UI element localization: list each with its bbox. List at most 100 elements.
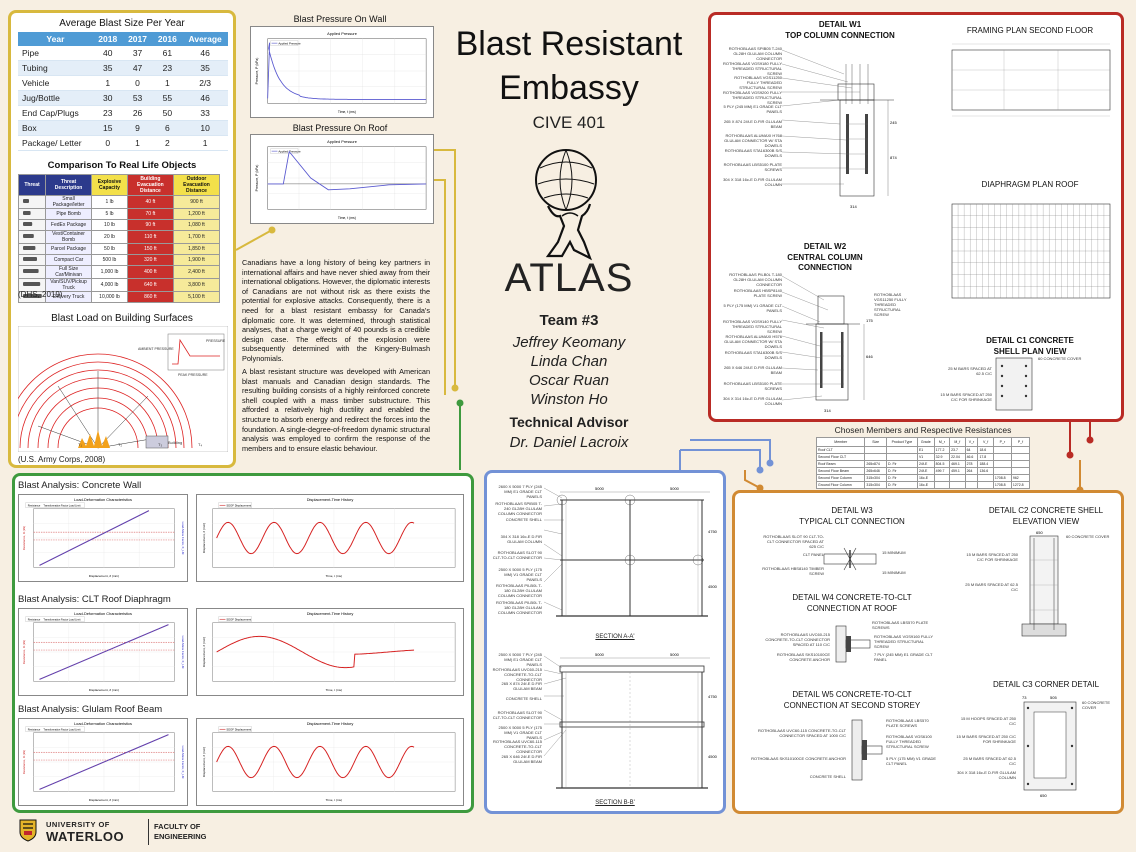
detail-w5-title: DETAIL W5 CONCRETE-TO-CLT [792, 690, 912, 699]
ld-chart-title: Load-Deformation Characteristics [74, 611, 132, 616]
table-cell: 22.04 [949, 453, 966, 461]
members-table-header: Product Type [885, 437, 918, 447]
table-cell: 16c-E [916, 474, 935, 482]
w5-label: ROTHOBLAAS LBS570 PLATE SCREWS [886, 718, 929, 728]
c1-cover-label: 60 CONCRETE COVER [1038, 356, 1082, 361]
drawing-callout-label: CONCRETE SHELL [505, 517, 542, 522]
table-cell: 1708.8 [992, 474, 1012, 482]
sections-panel [484, 470, 726, 814]
members-table-header: M_r [933, 437, 951, 447]
drawing-callout-label: 2600 X 5000 7 PLY (245 MM) E1 GRADE CLT … [498, 484, 542, 499]
drawing-callout-label: ROTHOBLAAS VGS9180 FULLY THREADED STRUCT… [722, 60, 782, 76]
drawing-callout-label: CONCRETE SHELL [505, 695, 542, 701]
threat-object-icon [18, 278, 46, 292]
advisor-label: Technical Advisor [509, 414, 629, 430]
intro-paragraph-1: Canadians have a long history of being k… [242, 258, 430, 363]
intro-paragraph-2: A blast resistant structure was develope… [242, 367, 430, 453]
detail-c3-drawing: 73 505 650 [1020, 694, 1082, 798]
table-cell: 40 [92, 46, 123, 61]
table-cell: 265x874 [864, 460, 887, 468]
table-cell: E1 [916, 446, 935, 454]
roof-xlabel: Time, t (ms) [338, 216, 356, 220]
table-cell: Ground Floor Column [815, 481, 866, 489]
table-cell [977, 481, 994, 489]
table-cell: 0 [122, 75, 153, 91]
table-cell: 1 [122, 135, 153, 151]
table-cell: 46 [182, 46, 228, 61]
drawing-callout-label: ROTHOBLAAS VGS9200 FULLY THREADED STRUCT… [722, 89, 782, 105]
course-code: CIVE 401 [532, 113, 606, 132]
table-cell: 860 ft [126, 291, 174, 303]
ld-chart-title: Load-Deformation Characteristics [74, 721, 132, 726]
university-line2: WATERLOO [46, 829, 125, 844]
ld-legend: Resistance [28, 729, 41, 732]
table-cell [964, 481, 979, 489]
detail-w3-drawing [820, 540, 880, 580]
svg-text:874: 874 [890, 155, 897, 160]
c2-label: 15 M BARS SPACED AT 250 C/C FOR SHRINKAG… [966, 552, 1018, 562]
table-cell: 40 ft [126, 195, 174, 209]
peak-label: PEAK PRESSURE [178, 373, 208, 377]
drawing-callout-label: ROTHOBLAAS PILB0L T-180 GL28H GLULAM COL… [495, 583, 542, 598]
section-a-drawing: 5000 5000 4750 4500 [490, 478, 720, 628]
table-cell: 55 [152, 90, 183, 106]
ld-y2label: Load-Mass Factor, K_LM [181, 746, 185, 779]
dt-chart-title: Displacement-Time History [307, 611, 354, 616]
w4-label: 7 PLY (245 MM) E1 GRADE CLT PANEL [874, 652, 933, 662]
section-b-dim-4: 4500 [708, 754, 718, 759]
ld-legend: Resistance [28, 505, 41, 508]
table-cell: 16c-E [916, 481, 935, 489]
drawing-callout-label: ROTHOBLAAS PILB0L T-180 GL28H GLULAM COL… [729, 272, 782, 287]
w3-label: ROTHOBLAAS HBS8140 TIMBER SCREW [762, 566, 824, 576]
table-cell: D. Fir [885, 467, 918, 475]
table-cell: 2/3 [182, 75, 228, 91]
ld-legend: Transformation Factor [43, 729, 68, 732]
drawing-callout-label: ROTHOBLAAS STA16300B S/S DOWELS [724, 349, 782, 360]
table-cell: 23.7 [949, 446, 966, 454]
dt-chart-title: Displacement-Time History [307, 497, 354, 502]
table-cell [964, 474, 979, 482]
dt-legend: SDOF Displacement [226, 728, 251, 732]
drawing-callout-label: 2500 X 5000 5 PLY (175 MM) V1 GRADE CLT … [498, 724, 542, 740]
table-cell: 47 [122, 60, 153, 76]
table-cell: 37 [122, 46, 153, 61]
table-cell: 46 [182, 90, 228, 106]
drawing-callout-label: ROTHOBLAAS ALUMAXI H768 GLULAM CONNECTOR… [724, 133, 782, 148]
table-cell: 6 [152, 120, 183, 136]
section-a-dim-3: 4750 [708, 529, 718, 534]
threat-object-icon [18, 243, 46, 255]
framing-plan-drawing [946, 40, 1116, 120]
table-cell: 400 ft [126, 265, 174, 279]
table-cell: 15 [92, 120, 123, 136]
svg-text:646: 646 [866, 354, 873, 359]
c3-dim-1: 73 [1022, 695, 1027, 700]
members-table-title: Chosen Members and Respective Resistance… [834, 425, 1012, 435]
w5-label: CONCRETE SHELL [809, 774, 846, 779]
table-cell: 1,700 ft [172, 230, 221, 244]
w4-label: ROTHOBLAAS LBS570 PLATE SCREWS [872, 620, 929, 630]
c3-dim-2: 505 [1050, 695, 1057, 700]
threat-object-icon [18, 195, 46, 209]
detail-c2-subtitle: ELEVATION VIEW [1012, 517, 1080, 526]
table-cell: End Cap/Plugs [18, 105, 93, 121]
table-cell [864, 453, 887, 461]
section-a-dim-4: 4500 [708, 584, 718, 589]
ld-legend: Load Limit [69, 505, 81, 508]
table-cell: D. Fir [885, 474, 918, 482]
table-cell: 53 [122, 90, 153, 106]
table-cell [977, 474, 994, 482]
table-cell: 35 [182, 60, 228, 76]
roof-ylabel: Pressure, P (kPa) [255, 165, 259, 192]
table-cell: Jug/Bottle [18, 90, 93, 106]
table-cell: D. Fir [885, 481, 918, 489]
detail-w3-title: DETAIL W3 [831, 506, 873, 515]
table-cell: 24f-E [916, 467, 935, 475]
w3-label: ROTHOBLAAS SLOT 90 CLT-TO-CLT CONNECTOR … [763, 534, 824, 549]
table-cell [885, 453, 918, 461]
